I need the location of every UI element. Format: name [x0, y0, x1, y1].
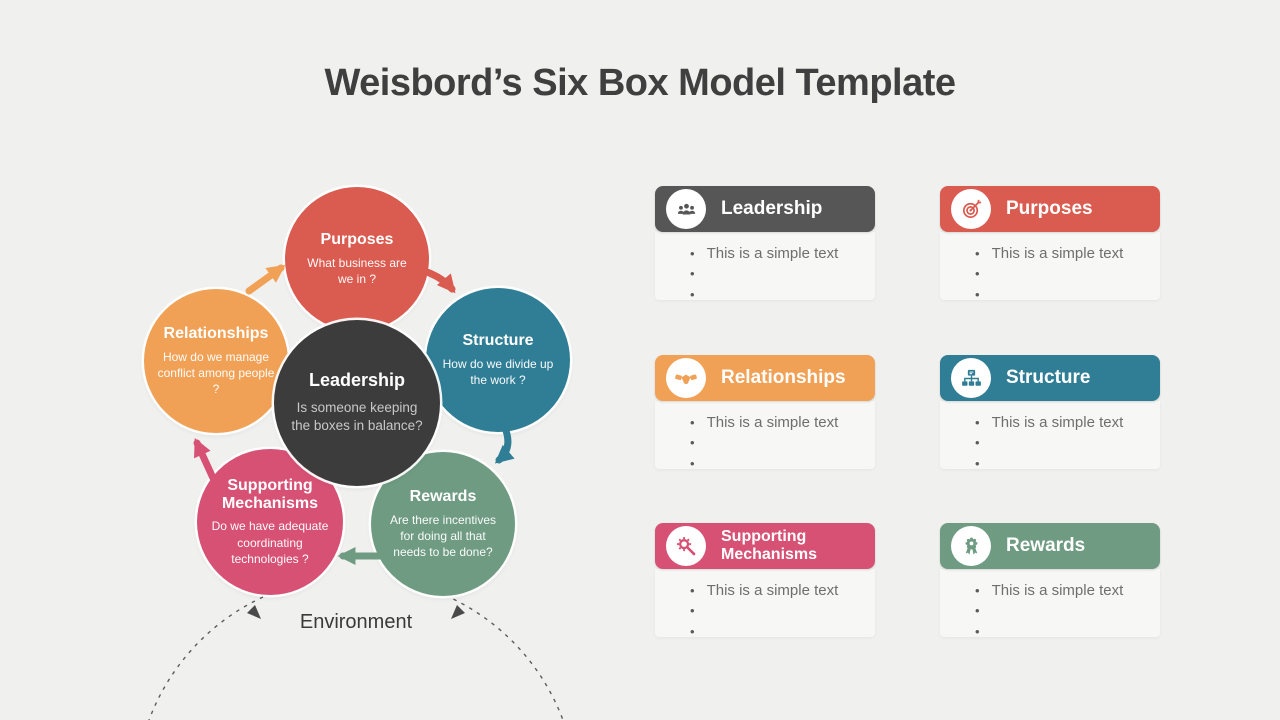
card-supporting-mechanisms: Supporting Mechanisms • This is a simple … — [655, 523, 875, 639]
node-question: What business are we in ? — [307, 255, 407, 286]
card-title: Supporting Mechanisms — [721, 528, 818, 563]
node-question: How do we divide up the work ? — [442, 356, 554, 387]
flow-arrow-relationships-to-purposes — [245, 264, 286, 295]
bullet-dot: • — [975, 624, 980, 639]
node-title: Purposes — [320, 231, 394, 249]
bullet-dot: • — [690, 583, 695, 598]
flow-arrow-structure-to-rewards — [494, 424, 515, 464]
gear-wrench-icon — [666, 526, 706, 566]
medal-icon — [951, 526, 991, 566]
bullet-dot: • — [690, 266, 695, 281]
bullet-text: This is a simple text — [706, 414, 839, 431]
handshake-icon — [666, 358, 706, 398]
diagram-node-structure: Structure How do we divide up the work ? — [426, 288, 570, 432]
bullet-dot: • — [975, 287, 980, 302]
bullet-dot: • — [975, 583, 980, 598]
card-structure: Structure • This is a simple text • • — [940, 355, 1160, 471]
diagram-node-purposes: Purposes What business are we in ? — [285, 187, 429, 331]
target-icon — [951, 189, 991, 229]
bullet-dot: • — [690, 246, 695, 261]
node-title: Relationships — [163, 324, 269, 342]
environment-label: Environment — [299, 611, 413, 633]
node-title: Rewards — [409, 487, 477, 505]
node-question: How do we manage conflict among people ? — [157, 349, 275, 396]
card-rewards: Rewards • This is a simple text • • — [940, 523, 1160, 639]
node-question: Are there incentives for doing all that … — [389, 512, 497, 559]
card-title: Structure — [1006, 367, 1091, 389]
bullet-dot: • — [975, 415, 980, 430]
node-title: Structure — [462, 332, 534, 350]
card-title: Leadership — [721, 198, 823, 220]
page-title: Weisbord’s Six Box Model Template — [324, 62, 956, 104]
card-purposes-header: Purposes — [940, 186, 1160, 232]
card-relationships: Relationships • This is a simple text • • — [655, 355, 875, 471]
card-purposes: Purposes • This is a simple text • • — [940, 186, 1160, 302]
bullet-text: This is a simple text — [991, 414, 1124, 431]
bullet-dot: • — [690, 624, 695, 639]
flow-arrow-purposes-to-structure — [420, 267, 456, 294]
card-leadership-body: • This is a simple text • • — [655, 232, 875, 302]
diagram-node-relationships: Relationships How do we manage conflict … — [144, 289, 288, 433]
bullet-text: This is a simple text — [706, 582, 839, 599]
flow-arrow-supporting-to-relationships — [193, 438, 217, 482]
bullet-dot: • — [975, 435, 980, 450]
node-title: Leadership — [308, 369, 406, 390]
org-chart-icon — [951, 358, 991, 398]
diagram-node-leadership-center: Leadership Is someone keeping the boxes … — [274, 320, 440, 486]
card-relationships-header: Relationships — [655, 355, 875, 401]
bullet-dot: • — [690, 415, 695, 430]
node-question: Do we have adequate coordinating technol… — [211, 519, 329, 566]
card-leadership-header: Leadership — [655, 186, 875, 232]
card-relationships-body: • This is a simple text • • — [655, 401, 875, 471]
card-leadership: Leadership • This is a simple text • • — [655, 186, 875, 302]
bullet-dot: • — [690, 456, 695, 471]
six-box-diagram: Purposes What business are we in ? Struc… — [144, 187, 570, 720]
card-rewards-body: • This is a simple text • • — [940, 569, 1160, 639]
card-purposes-body: • This is a simple text • • — [940, 232, 1160, 302]
card-title: Purposes — [1006, 198, 1093, 220]
bullet-dot: • — [975, 603, 980, 618]
card-title: Rewards — [1006, 535, 1086, 557]
card-supporting-mechanisms-body: • This is a simple text • • — [655, 569, 875, 639]
bullet-text: This is a simple text — [991, 245, 1124, 262]
bullet-dot: • — [975, 266, 980, 281]
node-title: Supporting Mechanisms — [221, 477, 319, 512]
card-supporting-mechanisms-header: Supporting Mechanisms — [655, 523, 875, 569]
bullet-dot: • — [975, 246, 980, 261]
bullet-dot: • — [690, 435, 695, 450]
card-structure-body: • This is a simple text • • — [940, 401, 1160, 471]
node-question: Is someone keeping the boxes in balance? — [291, 399, 423, 433]
people-icon — [666, 189, 706, 229]
bullet-dot: • — [690, 287, 695, 302]
card-rewards-header: Rewards — [940, 523, 1160, 569]
card-title: Relationships — [721, 367, 846, 389]
bullet-text: This is a simple text — [706, 245, 839, 262]
bullet-text: This is a simple text — [991, 582, 1124, 599]
bullet-dot: • — [690, 603, 695, 618]
card-structure-header: Structure — [940, 355, 1160, 401]
bullet-dot: • — [975, 456, 980, 471]
